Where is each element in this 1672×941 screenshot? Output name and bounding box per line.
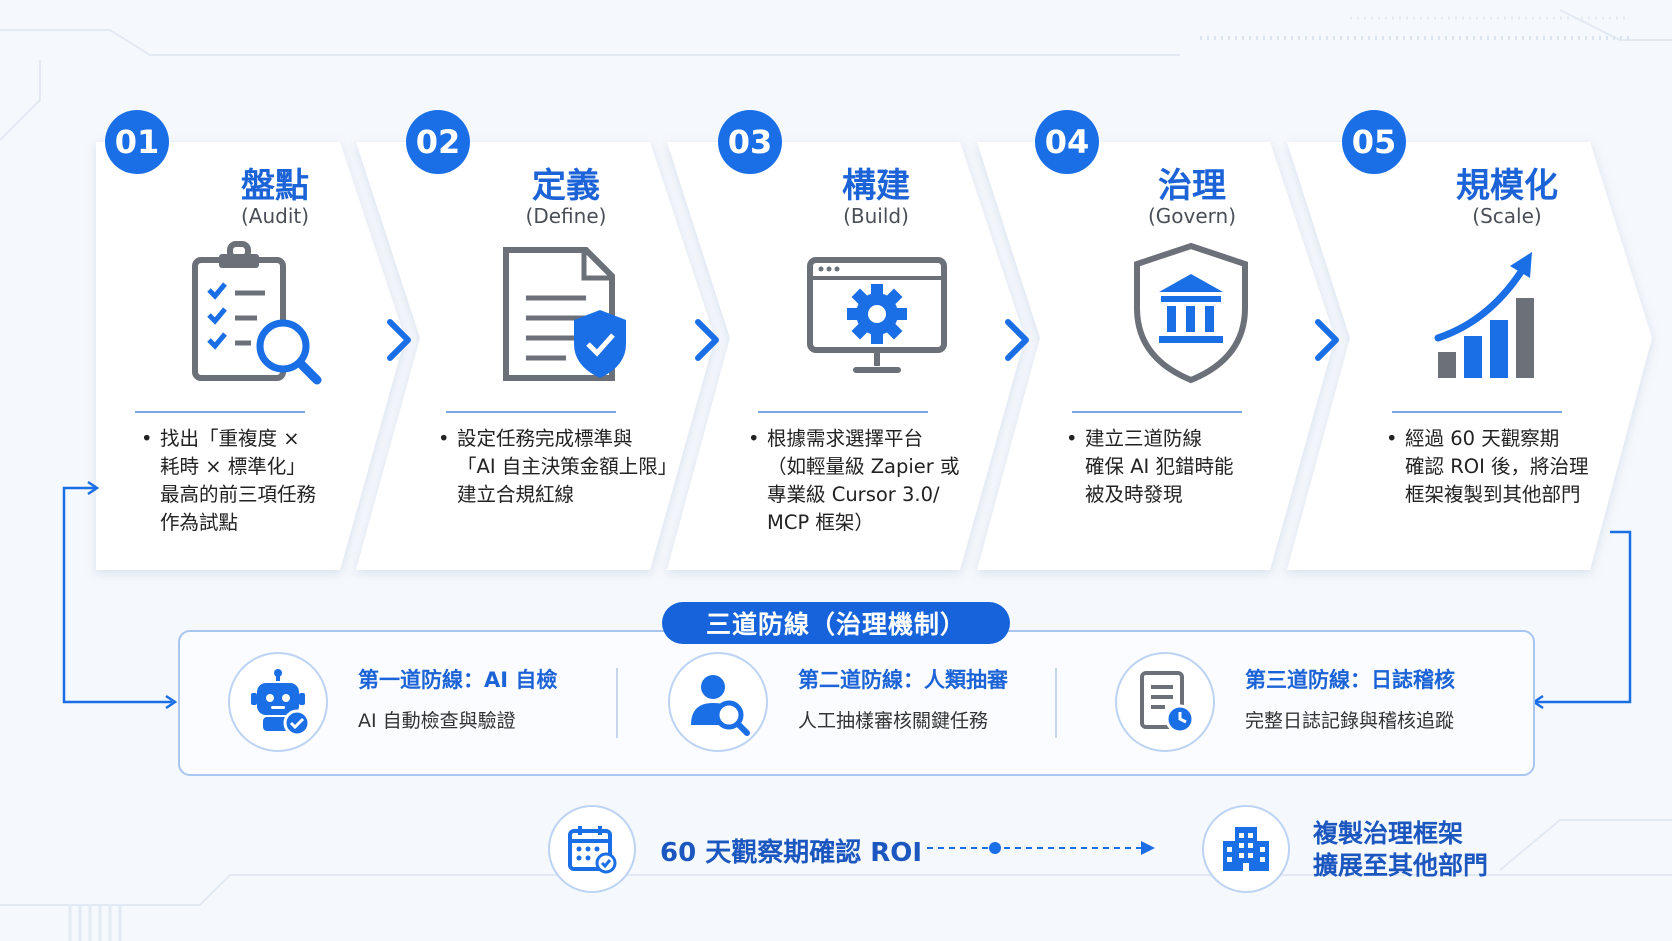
icon-circle <box>1115 652 1215 752</box>
step-divider <box>446 411 616 413</box>
step-description: • 建立三道防線 確保 AI 犯錯時能 被及時發現 <box>1066 427 1234 506</box>
step-title: 定義 <box>532 166 600 206</box>
dashed-arrow <box>927 841 1155 855</box>
chevron-right-icon <box>695 319 719 361</box>
defense-line-title: 第二道防線：人類抽審 <box>798 668 1008 692</box>
defense-line-title: 第三道防線：日誌稽核 <box>1245 668 1455 692</box>
step-card-1 <box>96 142 405 570</box>
document-shield-icon <box>503 247 626 381</box>
shield-bank-icon <box>1134 242 1248 384</box>
calendar-circle <box>548 805 636 893</box>
icon-circle <box>668 652 768 752</box>
step-subtitle: (Build) <box>843 204 909 228</box>
loop-left-connector <box>62 486 172 704</box>
monitor-gear-icon <box>807 257 947 373</box>
step-description: • 經過 60 天觀察期 確認 ROI 後，將治理 框架複製到其他部門 <box>1386 427 1589 506</box>
step-card-3 <box>667 142 1025 570</box>
step-description: • 找出「重複度 × 耗時 × 標準化」 最高的前三項任務 作為試點 <box>141 427 317 534</box>
step-title: 構建 <box>842 166 910 206</box>
step-subtitle: (Govern) <box>1147 204 1237 228</box>
step-number-badge: 04 <box>1035 110 1099 174</box>
step-audit: 01 盤點 (Audit) • 找出「重複度 × 耗時 × 標準化」 最高的前三… <box>105 110 395 570</box>
icon-circle <box>228 652 328 752</box>
growth-chart-icon <box>1434 252 1534 378</box>
divider <box>616 668 618 738</box>
log-clock-icon <box>1140 671 1195 734</box>
step-divider <box>1072 411 1242 413</box>
step-description: • 根據需求選擇平台 （如輕量級 Zapier 或 專業級 Cursor 3.0… <box>748 427 960 534</box>
step-divider <box>1392 411 1562 413</box>
person-search-icon <box>691 675 750 736</box>
chevron-right-icon <box>1005 319 1029 361</box>
step-divider <box>758 411 928 413</box>
building-icon <box>1223 827 1269 871</box>
defense-line-desc: 完整日誌記錄與稽核追蹤 <box>1245 710 1455 732</box>
building-circle <box>1202 805 1290 893</box>
step-govern: 04 治理 (Govern) • 建立三道防線 確保 AI 犯錯時能 被及時發現 <box>1035 110 1325 570</box>
governance-panel <box>178 630 1535 776</box>
step-define: 02 定義 (Define) • 設定任務完成標準與 「AI 自主決策金額上限」… <box>406 110 696 570</box>
step-title: 規模化 <box>1456 166 1558 206</box>
step-subtitle: (Scale) <box>1472 204 1542 228</box>
step-description: • 設定任務完成標準與 「AI 自主決策金額上限」 建立合規紅線 <box>438 427 678 506</box>
step-number-badge: 01 <box>105 110 169 174</box>
step-build: 03 構建 (Build) • 根據需求選擇平台 （如輕量級 Zapier 或 … <box>718 110 1008 570</box>
defense-line-desc: AI 自動檢查與驗證 <box>358 710 516 732</box>
clipboard-magnifier-icon <box>192 241 322 385</box>
defense-line-desc: 人工抽樣審核關鍵任務 <box>798 710 989 732</box>
step-title: 盤點 <box>241 166 309 206</box>
step-subtitle: (Audit) <box>240 204 310 228</box>
step-title: 治理 <box>1158 166 1226 206</box>
step-divider <box>135 411 305 413</box>
step-number-badge: 03 <box>718 110 782 174</box>
chevron-right-icon <box>387 319 411 361</box>
calendar-check-icon <box>568 826 617 874</box>
defense-line-title: 第一道防線：AI 自檢 <box>358 668 558 692</box>
robot-check-icon <box>251 669 311 737</box>
loop-right-connector <box>1536 530 1632 704</box>
step-scale: 05 規模化 (Scale) • 經過 60 天觀察期 確認 ROI 後，將治理… <box>1342 110 1632 570</box>
divider <box>1055 668 1057 738</box>
governance-title: 三道防線（治理機制） <box>662 602 1010 644</box>
step-number-badge: 05 <box>1342 110 1406 174</box>
step-number-badge: 02 <box>406 110 470 174</box>
chevron-right-icon <box>1315 319 1339 361</box>
scale-label: 複製治理框架 擴展至其他部門 <box>1313 819 1489 880</box>
roi-label: 60 天觀察期確認 ROI <box>660 838 923 868</box>
step-subtitle: (Define) <box>525 204 607 228</box>
